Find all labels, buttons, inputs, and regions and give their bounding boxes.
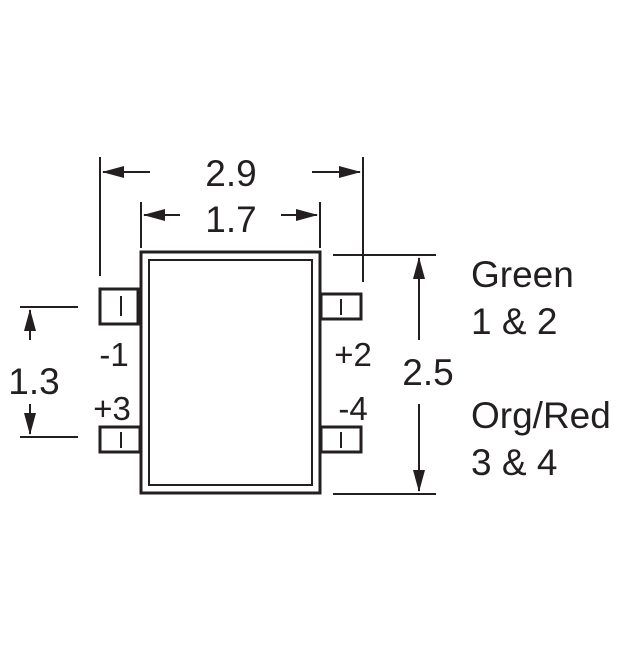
label-body-width: 1.7 (205, 199, 256, 240)
arrowhead-down (24, 413, 36, 435)
pin-label-3: +3 (93, 390, 131, 427)
arrowhead-right (339, 166, 361, 178)
pin-label-2: +2 (334, 336, 372, 373)
pad-pin2 (319, 292, 363, 321)
dimension-body-height (333, 254, 436, 495)
dimension-body-width (140, 202, 321, 248)
legend-green-pins: 1 & 2 (471, 301, 557, 342)
arrowhead-up (413, 257, 425, 279)
arrowhead-right (296, 209, 318, 221)
pin-label-1: -1 (99, 336, 128, 373)
package-body-outer (139, 250, 322, 495)
arrowhead-left (143, 209, 165, 221)
dimension-overall-width (99, 157, 364, 282)
arrowhead-left (102, 166, 124, 178)
pad-pin4 (319, 425, 363, 454)
pad-pin3 (98, 425, 142, 454)
legend-orgred-title: Org/Red (471, 395, 611, 436)
arrowhead-down (413, 470, 425, 492)
pad-pin1 (98, 287, 140, 326)
legend-green-title: Green (471, 254, 574, 295)
package-body-inner (148, 259, 313, 486)
dimension-pin-spacing (20, 306, 78, 438)
label-pin-spacing: 1.3 (8, 361, 59, 402)
arrowhead-up (24, 309, 36, 331)
label-body-height: 2.5 (402, 352, 453, 393)
label-overall-width: 2.9 (205, 153, 256, 194)
pin-label-4: -4 (338, 390, 367, 427)
legend-orgred-pins: 3 & 4 (471, 442, 557, 483)
